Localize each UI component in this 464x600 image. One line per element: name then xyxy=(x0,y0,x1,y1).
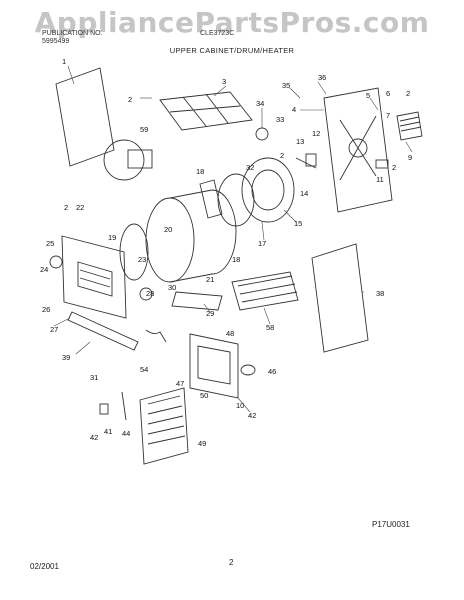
callout-38: 38 xyxy=(376,289,384,298)
callout-26: 26 xyxy=(42,305,50,314)
callout-23: 23 xyxy=(138,255,146,264)
callout-49: 49 xyxy=(198,439,206,448)
toe-panel xyxy=(67,311,139,351)
callout-4: 4 xyxy=(292,105,296,114)
callout-39: 39 xyxy=(62,353,70,362)
model-number: CLE3723C xyxy=(200,30,235,37)
rear-bulkhead xyxy=(323,87,393,213)
callout-5: 5 xyxy=(366,91,370,100)
callout-19: 19 xyxy=(108,233,116,242)
callout-41: 41 xyxy=(104,427,112,436)
callout-10: 10 xyxy=(236,401,244,410)
callout-3: 3 xyxy=(222,77,226,86)
front-panel xyxy=(61,235,127,319)
callout-33: 33 xyxy=(276,115,284,124)
drum-baffle xyxy=(199,179,223,219)
rear-vent-panel xyxy=(139,387,189,465)
callout-20: 20 xyxy=(164,225,172,234)
publication-number: 5995499 xyxy=(42,38,70,45)
watermark-logo: AppliancePartsPros.com xyxy=(34,6,430,39)
callout-32: 32 xyxy=(246,163,254,172)
idler-pulley xyxy=(139,287,153,301)
publication-date: 02/2001 xyxy=(30,562,59,571)
callout-59: 59 xyxy=(140,125,148,134)
callout-1: 1 xyxy=(62,57,66,66)
clip xyxy=(145,329,167,343)
publication-label: PUBLICATION NO. xyxy=(42,30,103,37)
drum-rear-seal xyxy=(217,173,255,227)
sensor xyxy=(375,159,389,169)
callout-6: 6 xyxy=(386,89,390,98)
callout-18a: 18 xyxy=(196,167,204,176)
callout-14: 14 xyxy=(300,189,308,198)
callout-31: 31 xyxy=(90,373,98,382)
callout-34: 34 xyxy=(256,99,264,108)
page-number: 2 xyxy=(229,558,234,567)
callout-7: 7 xyxy=(386,111,390,120)
access-panel xyxy=(189,333,239,399)
callout-25: 25 xyxy=(46,239,54,248)
callout-27: 27 xyxy=(50,325,58,334)
drum-shell xyxy=(169,189,237,283)
callout-2e: 2 xyxy=(64,203,68,212)
callout-2b: 2 xyxy=(280,151,284,160)
callout-29: 29 xyxy=(206,309,214,318)
side-panel xyxy=(311,243,369,353)
callout-44: 44 xyxy=(122,429,130,438)
knob xyxy=(49,255,63,269)
grommet xyxy=(240,364,256,376)
callout-2a: 2 xyxy=(128,95,132,104)
figure-code: P17U0031 xyxy=(372,520,410,529)
callout-54: 54 xyxy=(140,365,148,374)
callout-48: 48 xyxy=(226,329,234,338)
heater-element xyxy=(231,271,299,311)
support-rod xyxy=(121,391,127,421)
callout-22: 22 xyxy=(76,203,84,212)
callout-18b: 18 xyxy=(232,255,240,264)
heater-bracket xyxy=(171,291,223,311)
lint-screen xyxy=(77,261,113,297)
cabinet-top-panel xyxy=(55,67,115,167)
callout-50: 50 xyxy=(200,391,208,400)
callout-13: 13 xyxy=(296,137,304,146)
terminal-block xyxy=(127,149,153,169)
vent-cover xyxy=(396,111,423,141)
callout-15: 15 xyxy=(294,219,302,228)
callout-28: 28 xyxy=(146,289,154,298)
drum-front xyxy=(145,197,195,283)
callout-47: 47 xyxy=(176,379,184,388)
drum-belt xyxy=(119,223,149,281)
section-title: UPPER CABINET/DRUM/HEATER xyxy=(169,46,295,55)
callout-30: 30 xyxy=(168,283,176,292)
callout-2d: 2 xyxy=(392,163,396,172)
callout-35: 35 xyxy=(282,81,290,90)
callout-36: 36 xyxy=(318,73,326,82)
callout-42b: 42 xyxy=(90,433,98,442)
callout-46: 46 xyxy=(268,367,276,376)
callout-12: 12 xyxy=(312,129,320,138)
top-grille xyxy=(159,91,253,131)
thermostat xyxy=(255,127,269,141)
callout-42a: 42 xyxy=(248,411,256,420)
callout-24: 24 xyxy=(40,265,48,274)
heater-housing xyxy=(241,157,295,223)
callout-2c: 2 xyxy=(406,89,410,98)
callout-21: 21 xyxy=(206,275,214,284)
small-bracket xyxy=(99,403,109,415)
callout-17: 17 xyxy=(258,239,266,248)
callout-58: 58 xyxy=(266,323,274,332)
callout-11: 11 xyxy=(376,175,384,184)
callout-9: 9 xyxy=(408,153,412,162)
